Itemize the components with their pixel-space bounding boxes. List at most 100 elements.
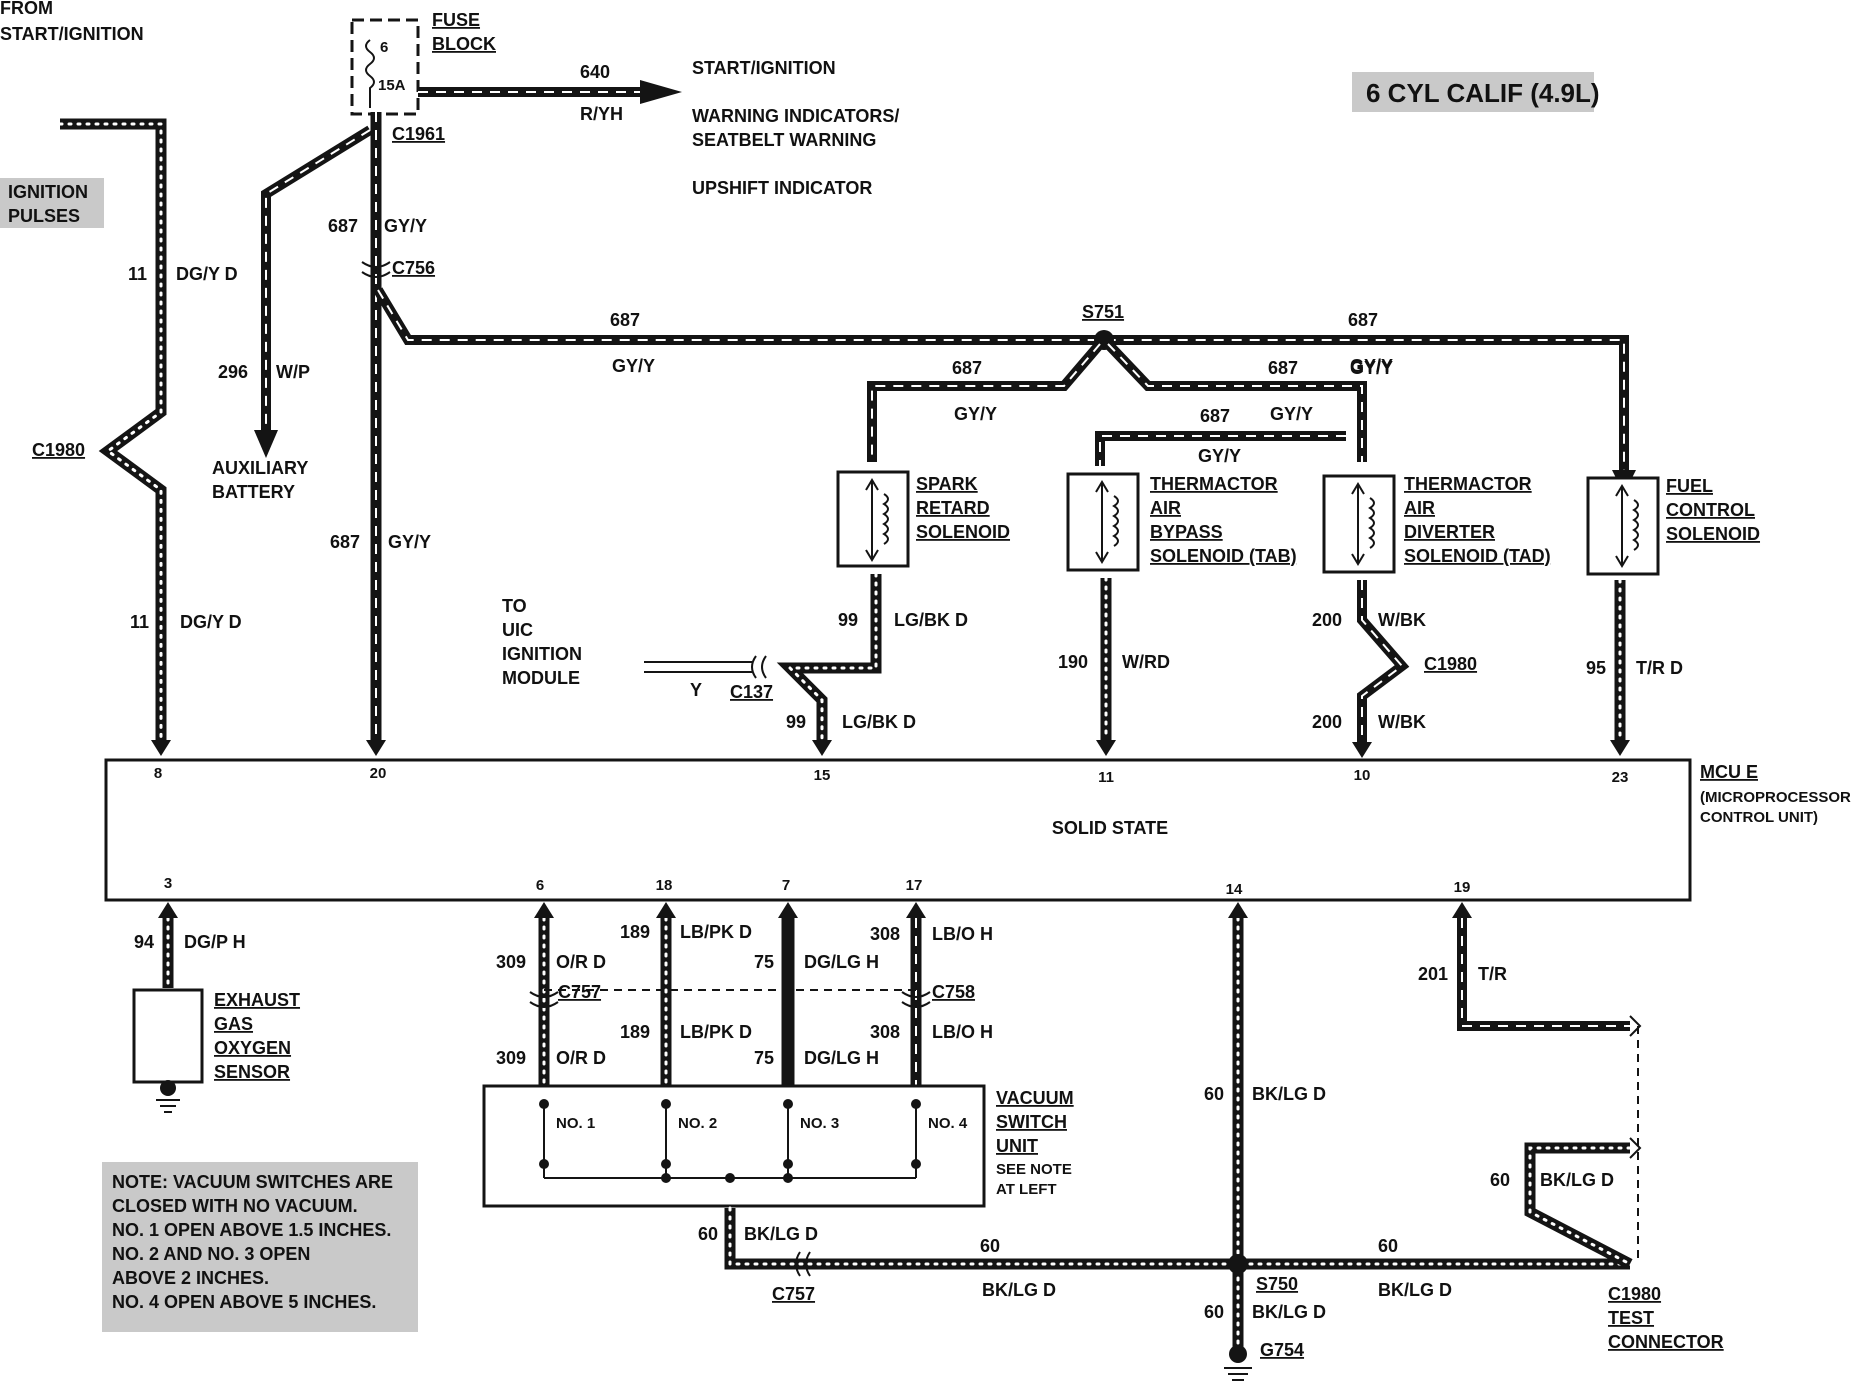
wire-189-bot-color: LB/PK D: [680, 1022, 752, 1042]
wire-60-test-circuit: 60: [1490, 1170, 1510, 1190]
fuel-control-label-3: SOLENOID: [1666, 524, 1760, 544]
wire-640-color: R/YH: [580, 104, 623, 124]
tab-label: THERMACTOR: [1150, 474, 1278, 494]
note-line-4: NO. 2 AND NO. 3 OPEN: [112, 1244, 310, 1264]
wire-640: [418, 80, 682, 104]
tad-label: THERMACTOR: [1404, 474, 1532, 494]
note-line-3: NO. 1 OPEN ABOVE 1.5 INCHES.: [112, 1220, 391, 1240]
wire-200: [1352, 580, 1410, 758]
from-label: FROM: [0, 0, 53, 18]
wire-190-color: W/RD: [1122, 652, 1170, 672]
mcu-pin-14: 14: [1226, 881, 1243, 898]
wire-60-col-circuit: 60: [1204, 1084, 1224, 1104]
note-line-2: CLOSED WITH NO VACUUM.: [112, 1196, 358, 1216]
test-connector-cavity-mark-2: [1629, 1137, 1642, 1159]
wire-296-color: W/P: [276, 362, 310, 382]
ignition-pulses-tag: [0, 178, 104, 228]
c1980-test-label: C1980: [1608, 1284, 1661, 1304]
wire-75: [778, 902, 798, 1100]
c756-mark: [361, 261, 391, 278]
ego-label-4: SENSOR: [214, 1062, 290, 1082]
spark-retard-label-2: RETARD: [916, 498, 990, 518]
switch-no3-label: NO. 3: [800, 1115, 839, 1132]
wire-687-main-color: GY/Y: [612, 356, 655, 376]
ego-label: EXHAUST: [214, 990, 300, 1010]
wire-687-tad-color: GY/Y: [1350, 358, 1393, 378]
dest-warning-indicators: WARNING INDICATORS/: [692, 106, 899, 126]
wire-99-top-circuit: 99: [838, 610, 858, 630]
wire-189: [656, 902, 676, 1102]
dest-start-ignition: START/IGNITION: [692, 58, 836, 78]
wire-200-bot-circuit: 200: [1312, 712, 1342, 732]
wire-296-circuit: 296: [218, 362, 248, 382]
wire-687-tad: [1104, 340, 1367, 462]
g754-label: G754: [1260, 1340, 1304, 1360]
wire-94-circuit: 94: [134, 932, 154, 952]
tad-label-4: SOLENOID (TAD): [1404, 546, 1551, 566]
wire-60-gnd-color: BK/LG D: [1252, 1302, 1326, 1322]
c758-label: C758: [932, 982, 975, 1002]
mcu-pin-15: 15: [814, 767, 831, 784]
wire-309-bot-color: O/R D: [556, 1048, 606, 1068]
wire-201-circuit: 201: [1418, 964, 1448, 984]
vacuum-switch-unit: [482, 1084, 986, 1208]
vsu-label: VACUUM: [996, 1088, 1074, 1108]
wire-60-gnd-circuit: 60: [1204, 1302, 1224, 1322]
wire-190-circuit: 190: [1058, 652, 1088, 672]
wire-95-color: T/R D: [1636, 658, 1683, 678]
vsu-label-3: UNIT: [996, 1136, 1038, 1156]
c1980-left-label: C1980: [32, 440, 85, 460]
wire-687-a-color: GY/Y: [384, 216, 427, 236]
tab-label-3: BYPASS: [1150, 522, 1223, 542]
config-tag: 6 CYL CALIF (4.9L): [1366, 78, 1600, 108]
wire-75-bot-color: DG/LG H: [804, 1048, 879, 1068]
wire-60-test: [1524, 1142, 1633, 1269]
wire-687-feed: [366, 112, 386, 756]
vsu-note: SEE NOTE: [996, 1161, 1072, 1178]
fuse-element: [365, 39, 375, 108]
fuel-control-label-2: CONTROL: [1666, 500, 1755, 520]
wire-11-bot-color: DG/Y D: [180, 612, 242, 632]
wire-190: [1096, 576, 1116, 756]
wire-687-tab-color: GY/Y: [1270, 404, 1313, 424]
wire-200-top-circuit: 200: [1312, 610, 1342, 630]
c1961-label: C1961: [392, 124, 445, 144]
tab-label-2: AIR: [1150, 498, 1181, 518]
dest-seatbelt-warning: SEATBELT WARNING: [692, 130, 876, 150]
fuse-block-label-2: BLOCK: [432, 34, 496, 54]
mcu-box: [104, 758, 1692, 902]
wire-687-spark-circuit: 687: [952, 358, 982, 378]
wire-687-main-circuit: 687: [610, 310, 640, 330]
wire-95: [1610, 578, 1630, 756]
spark-retard-solenoid: [836, 470, 910, 568]
mcu-pin-3: 3: [164, 875, 172, 892]
wire-308: [906, 902, 926, 1100]
mcu-pin-11: 11: [1098, 769, 1114, 786]
mcu-desc: (MICROPROCESSOR: [1700, 789, 1851, 806]
fuse-block: [350, 18, 420, 116]
tab-solenoid: [1066, 472, 1140, 572]
wire-687-tab-circuit: 687: [1200, 406, 1230, 426]
wire-200-top-color: W/BK: [1378, 610, 1426, 630]
wire-99-bot-color: LG/BK D: [842, 712, 916, 732]
wire-309-bot-circuit: 309: [496, 1048, 526, 1068]
ego-sensor: [132, 988, 204, 1113]
mcu-desc-2: CONTROL UNIT): [1700, 809, 1818, 826]
aux-battery-label-2: BATTERY: [212, 482, 295, 502]
wire-11-bot-circuit: 11: [130, 612, 149, 632]
vsu-note-2: AT LEFT: [996, 1181, 1057, 1198]
c758-mark: [901, 991, 931, 1008]
ego-label-2: GAS: [214, 1014, 253, 1034]
wire-94-color: DG/P H: [184, 932, 246, 952]
c757-b-label: C757: [772, 1284, 815, 1304]
wire-687-spark-color: GY/Y: [954, 404, 997, 424]
uic-label-4: MODULE: [502, 668, 580, 688]
uic-label: TO: [502, 596, 527, 616]
tad-label-2: AIR: [1404, 498, 1435, 518]
wire-75-bot-circuit: 75: [754, 1048, 774, 1068]
mcu-center-label: SOLID STATE: [1052, 818, 1168, 838]
c757-mark: [529, 991, 559, 1008]
wire-308-top-color: LB/O H: [932, 924, 993, 944]
s750-splice: [1228, 1254, 1248, 1274]
